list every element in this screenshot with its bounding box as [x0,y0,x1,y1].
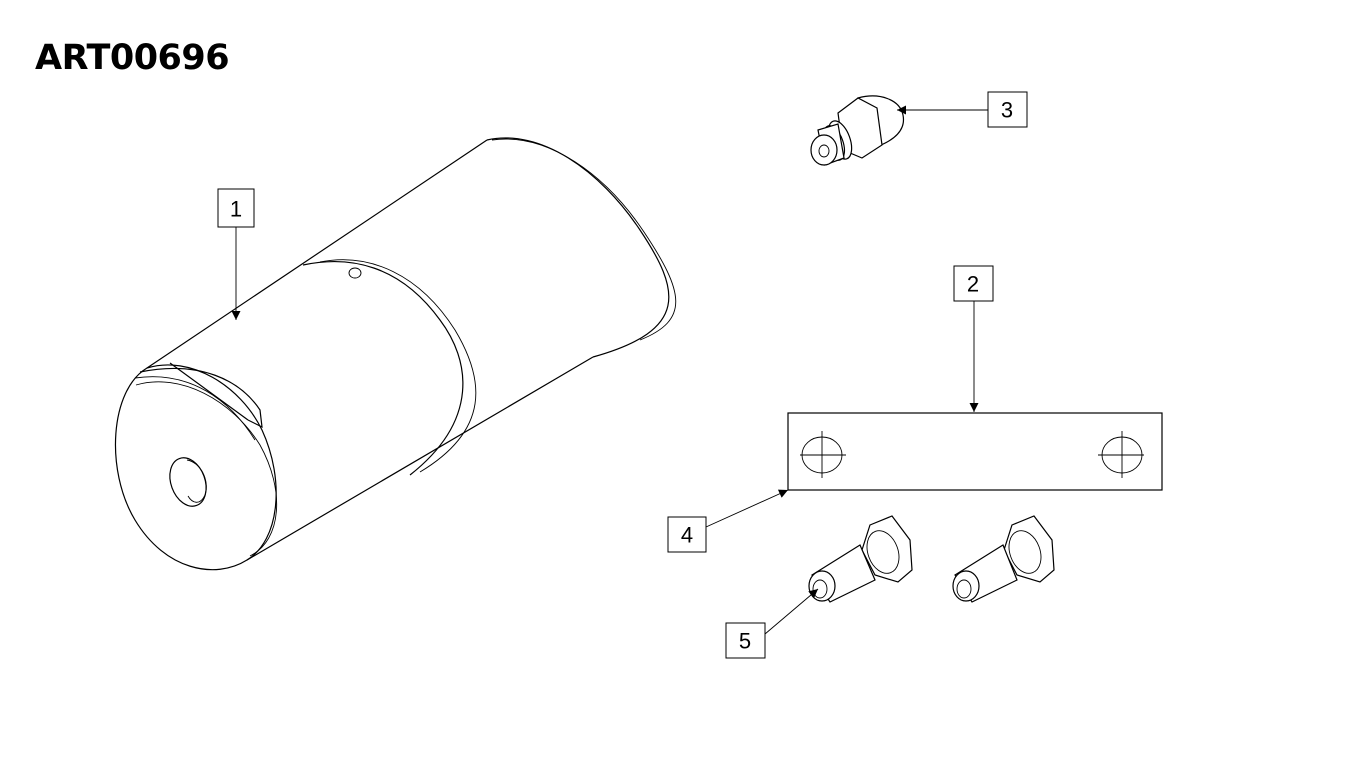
callout-5: 5 [725,622,766,659]
plate-part [787,412,1163,491]
callout-label: 2 [967,272,979,297]
callout-label: 4 [681,523,693,548]
callout-2: 2 [953,265,994,302]
callout-3: 3 [987,91,1028,128]
cylinder-part [114,137,677,571]
callout-label: 5 [739,629,751,654]
fitting-part [810,95,905,166]
callout-label: 1 [230,197,242,222]
callout-label: 3 [1001,98,1013,123]
drawing-title: ART00696 [35,38,230,78]
bolt-part [808,515,913,603]
leader-5 [764,588,819,635]
bolt-part-2 [952,515,1055,603]
leader-4 [705,489,789,528]
callout-4: 4 [667,516,707,553]
callout-1: 1 [217,188,255,228]
